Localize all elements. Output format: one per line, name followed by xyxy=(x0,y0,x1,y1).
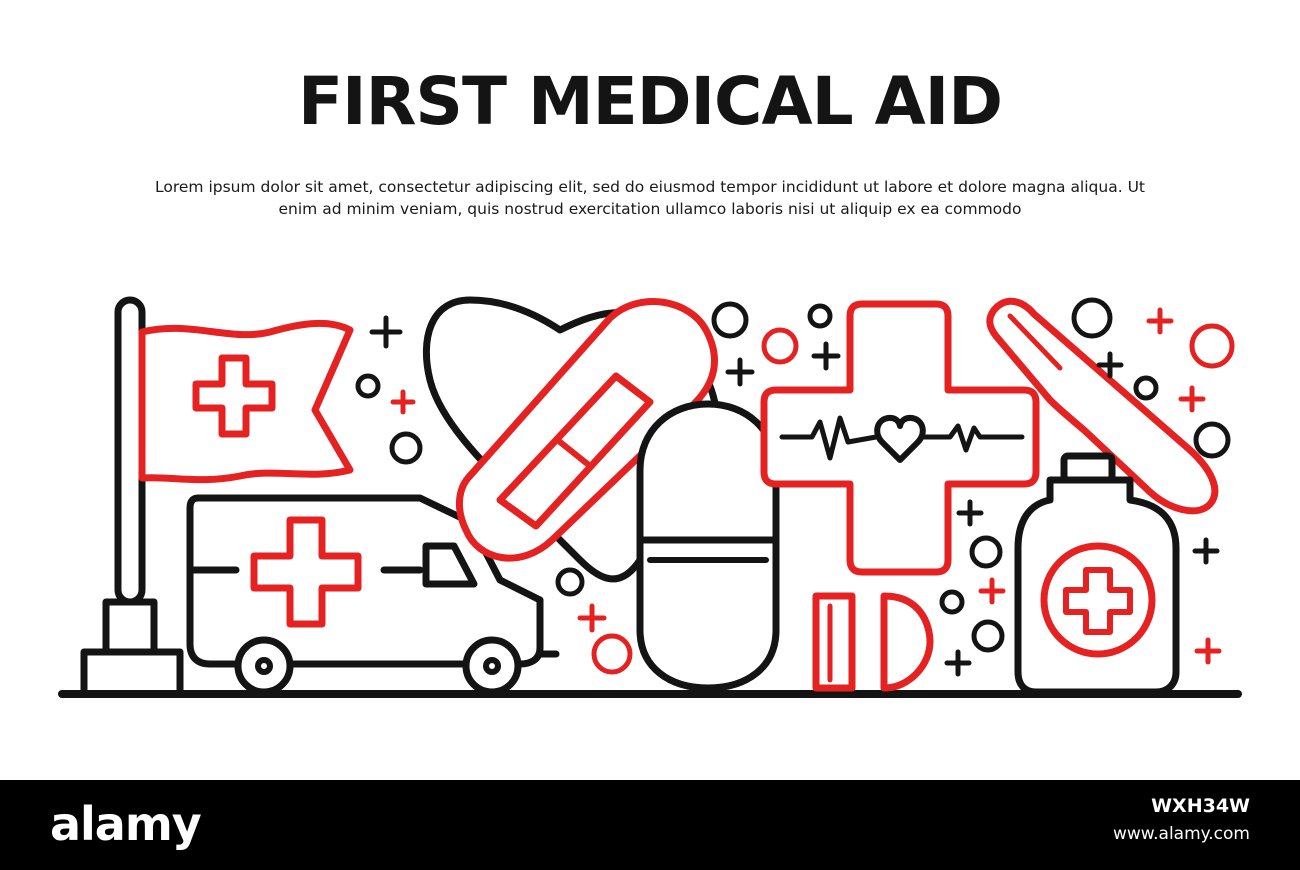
red-tube-icon xyxy=(812,592,934,692)
banner-body-text: Lorem ipsum dolor sit amet, consectetur … xyxy=(155,178,1145,218)
banner: FIRST MEDICAL AID Lorem ipsum dolor sit … xyxy=(58,63,1242,698)
banner-title: FIRST MEDICAL AID xyxy=(297,63,1003,140)
plus-icon xyxy=(369,307,1222,677)
stock-id: WXH34W xyxy=(1151,795,1250,817)
brand-logo: alamy xyxy=(50,797,202,851)
first-aid-illustration xyxy=(58,296,1242,698)
footer-bar: alamy WXH34W www.alamy.com xyxy=(0,780,1300,870)
stock-url: www.alamy.com xyxy=(1112,824,1250,844)
medicine-bottle-icon xyxy=(1014,452,1180,696)
circle-icon xyxy=(355,297,1235,675)
flag-icon xyxy=(80,296,354,698)
cardio-cross-icon xyxy=(760,300,1040,576)
ambulance-icon xyxy=(186,494,560,696)
pill-capsule-icon xyxy=(636,400,780,692)
scalpel-icon xyxy=(986,297,1219,515)
bandage-icon xyxy=(456,297,718,562)
